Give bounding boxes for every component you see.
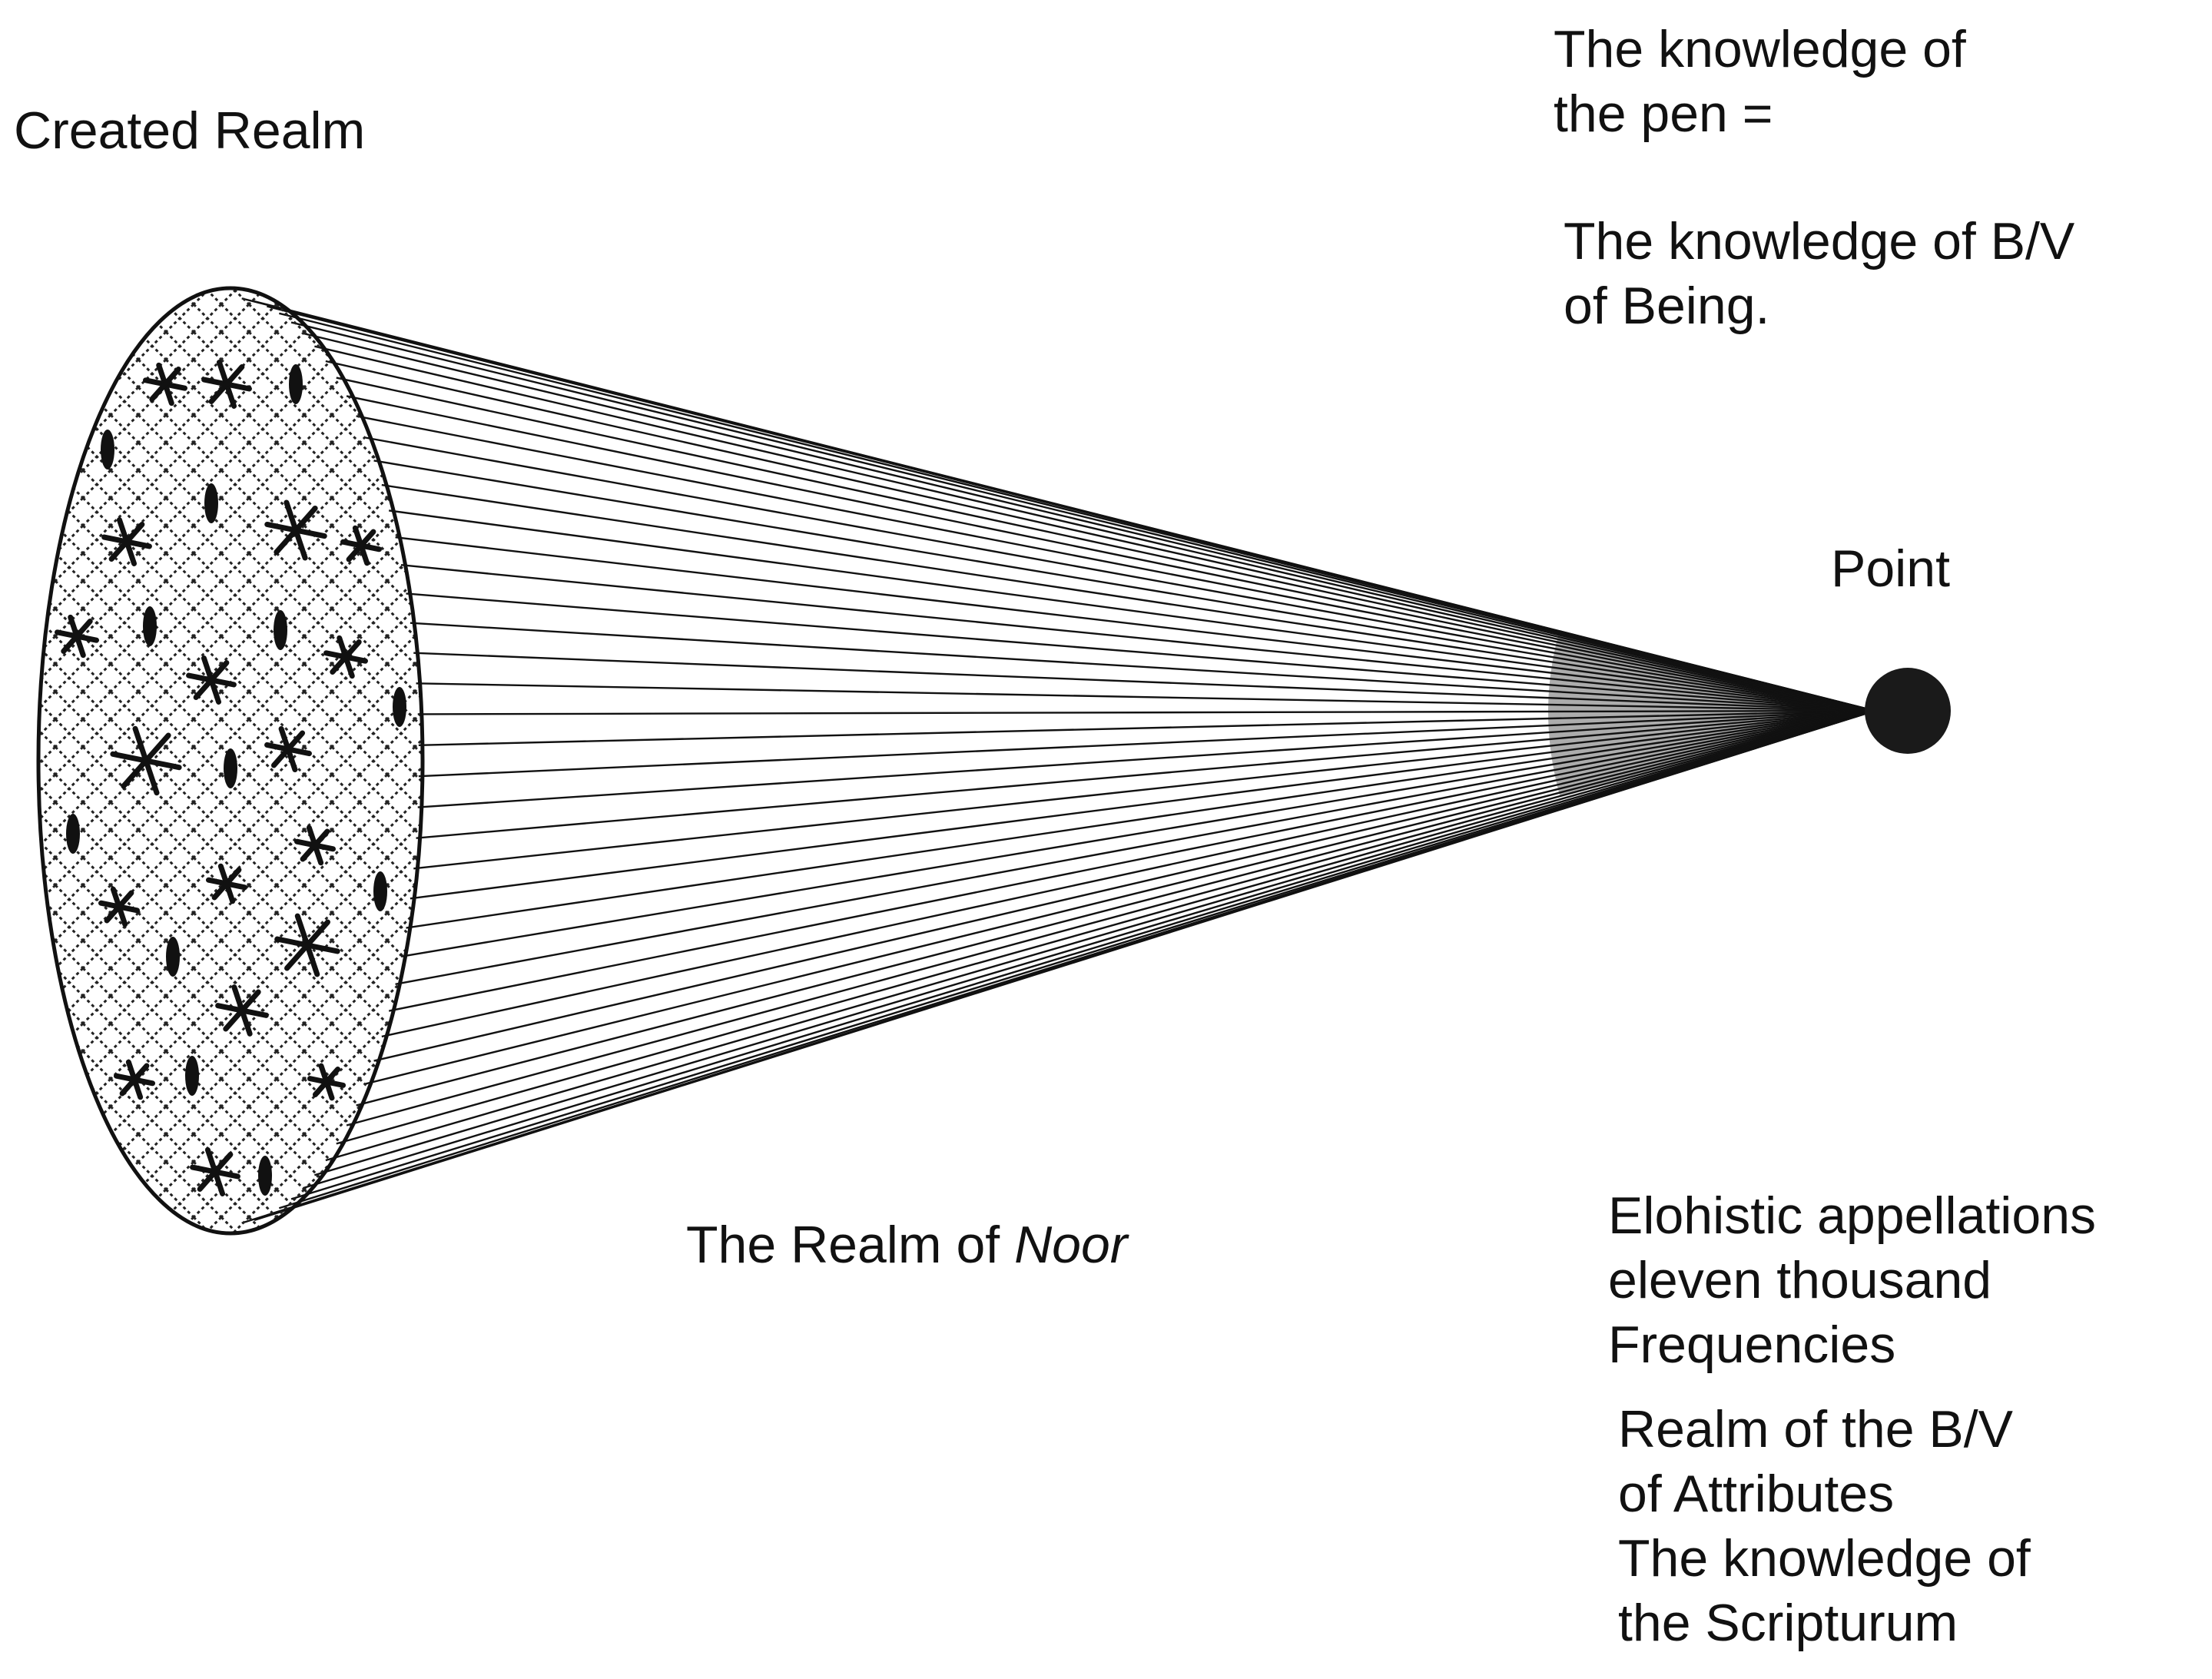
- seed-icon: [143, 606, 157, 646]
- bv-being-label: The knowledge of B/V of Being.: [1564, 209, 2074, 338]
- seed-icon: [289, 364, 303, 404]
- seed-icon: [274, 610, 287, 650]
- seed-icon: [185, 1056, 199, 1096]
- seed-icon: [393, 687, 406, 727]
- light-ray: [314, 711, 1875, 1175]
- realm-of-noor-label: The Realm of Noor: [686, 1213, 1127, 1277]
- seed-icon: [224, 748, 237, 788]
- light-rays: [242, 298, 1875, 1223]
- seed-icon: [204, 483, 218, 523]
- attributes-label: Realm of the B/V of Attributes The knowl…: [1618, 1397, 2031, 1655]
- pen-knowledge-label: The knowledge of the pen =: [1554, 17, 1966, 146]
- elohistic-label: Elohistic appellations eleven thousand F…: [1608, 1183, 2096, 1377]
- light-ray: [303, 711, 1875, 1188]
- light-ray: [347, 711, 1875, 1126]
- light-ray: [337, 711, 1875, 1143]
- seed-icon: [66, 814, 80, 854]
- seed-icon: [166, 937, 180, 977]
- seed-icon: [101, 430, 114, 470]
- ray-convergence: [1548, 630, 1875, 795]
- created-realm-label: Created Realm: [14, 98, 365, 163]
- seed-icon: [373, 871, 387, 911]
- seed-icon: [258, 1156, 272, 1196]
- point-label: Point: [1831, 536, 1950, 601]
- point-dot-icon: [1865, 668, 1951, 754]
